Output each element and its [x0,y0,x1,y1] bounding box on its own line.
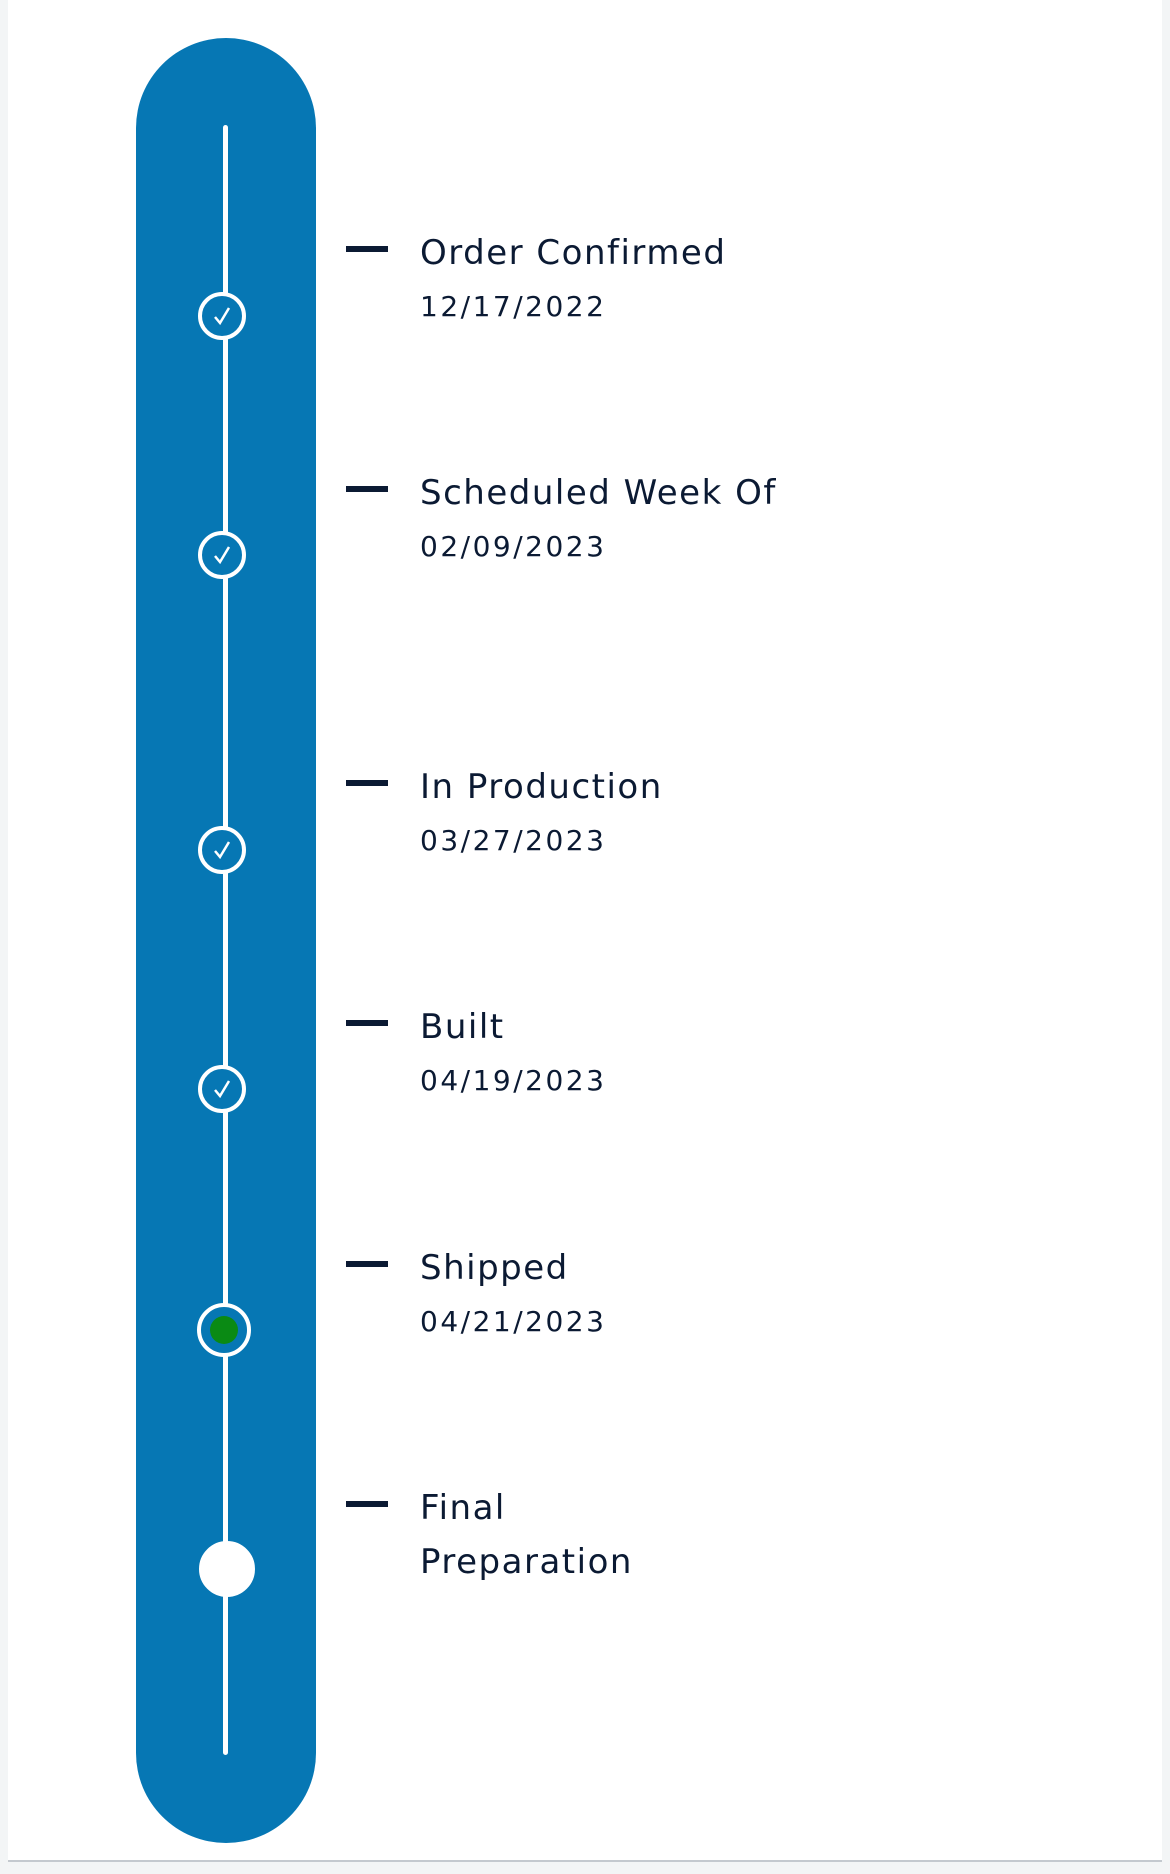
step-date: 04/21/2023 [420,1305,607,1338]
step-complete-check-icon [198,826,246,874]
step-title: Built [420,1007,505,1047]
step-date: 12/17/2022 [420,290,607,323]
timeline-step: Order Confirmed 12/17/2022 [346,226,886,334]
step-dash [346,246,388,252]
step-dash [346,1261,388,1267]
progress-rail-line [223,125,228,1755]
step-current-dot-icon [197,1303,251,1357]
step-dash [346,1020,388,1026]
step-date: 03/27/2023 [420,824,607,857]
timeline-step: In Production 03/27/2023 [346,760,886,868]
timeline-step: Shipped 04/21/2023 [346,1241,886,1349]
step-complete-check-icon [198,531,246,579]
timeline-step: Built 04/19/2023 [346,1000,886,1108]
step-date: 04/19/2023 [420,1064,607,1097]
step-title: In Production [420,767,663,807]
step-complete-check-icon [198,292,246,340]
timeline-step: Scheduled Week Of 02/09/2023 [346,466,886,574]
step-title: Final Preparation [420,1488,633,1582]
timeline-step: Final Preparation [346,1481,886,1589]
step-dash [346,780,388,786]
step-dash [346,1501,388,1507]
step-date: 02/09/2023 [420,530,607,563]
order-tracker-panel: Order Confirmed 12/17/2022 Scheduled Wee… [8,0,1162,1862]
step-dash [346,486,388,492]
step-complete-check-icon [198,1065,246,1113]
step-title: Shipped [420,1248,569,1288]
step-title: Order Confirmed [420,233,727,273]
step-pending-circle-icon [199,1541,255,1597]
step-title: Scheduled Week Of [420,473,777,513]
